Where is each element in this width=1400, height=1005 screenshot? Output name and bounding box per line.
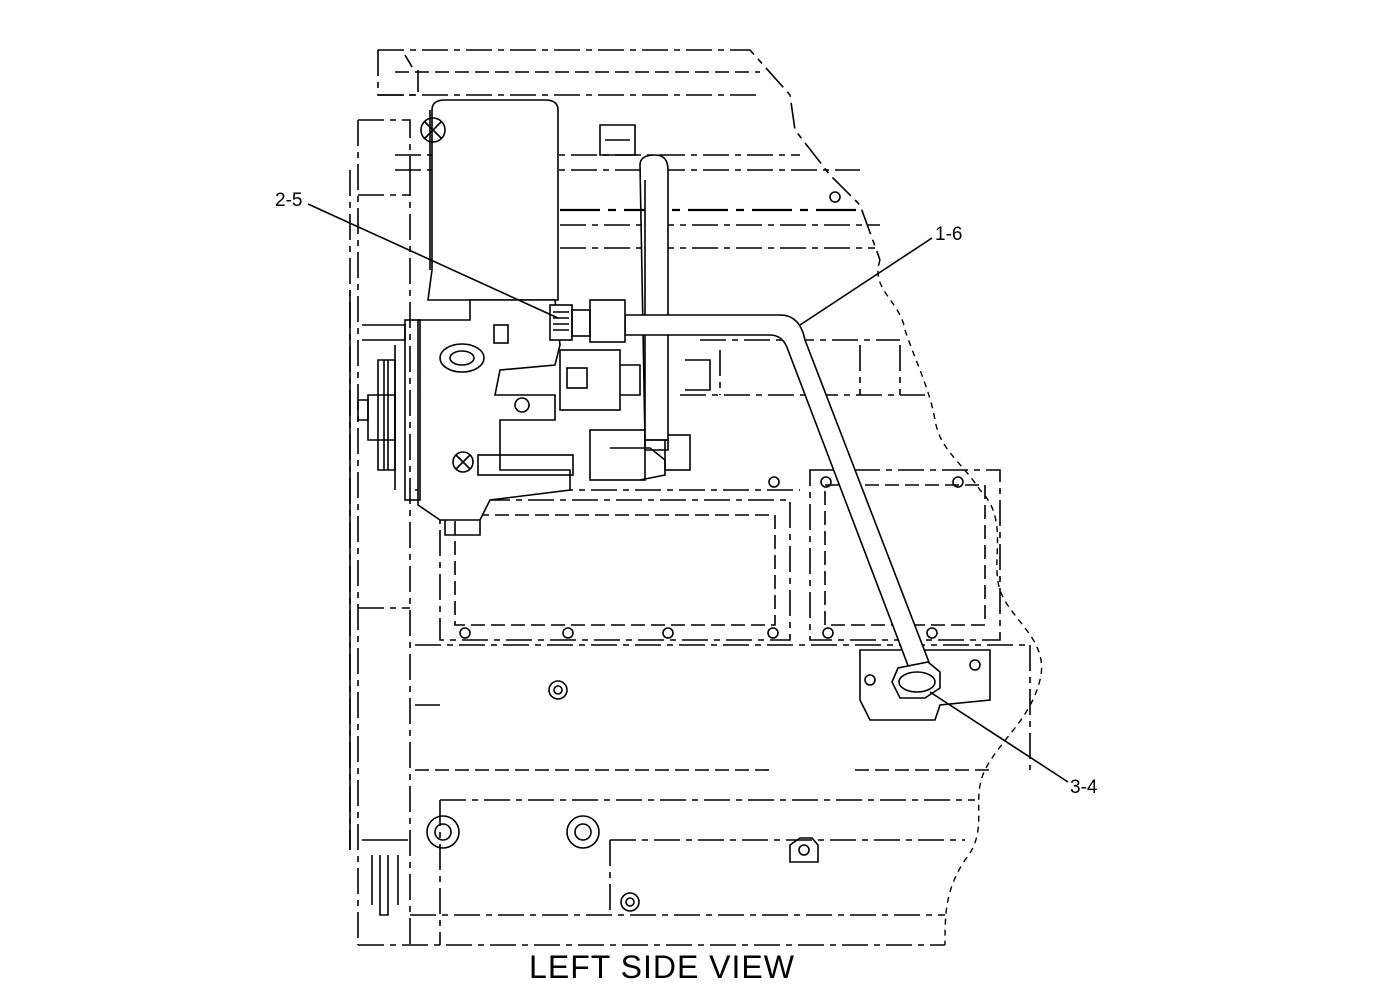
callout-2-5: 2-5 — [275, 190, 559, 319]
filter-base-assembly — [349, 290, 711, 850]
left-lower-tube — [362, 839, 408, 916]
side-cover-left — [439, 499, 791, 641]
oil-filter — [420, 99, 559, 301]
callout-3-4: 3-4 — [929, 691, 1098, 798]
cover-bosses — [599, 124, 636, 156]
callout-label-2-5: 2-5 — [275, 190, 302, 211]
callout-label-1-6: 1-6 — [935, 224, 962, 245]
callout-label-3-4: 3-4 — [1070, 777, 1098, 798]
view-caption: LEFT SIDE VIEW — [529, 949, 795, 985]
mount-pad — [859, 649, 991, 721]
oil-tube — [549, 299, 941, 699]
side-cover-right — [768, 469, 1001, 641]
vent-hose — [639, 154, 669, 451]
block-bolts — [426, 191, 841, 912]
callout-1-6: 1-6 — [799, 224, 962, 326]
